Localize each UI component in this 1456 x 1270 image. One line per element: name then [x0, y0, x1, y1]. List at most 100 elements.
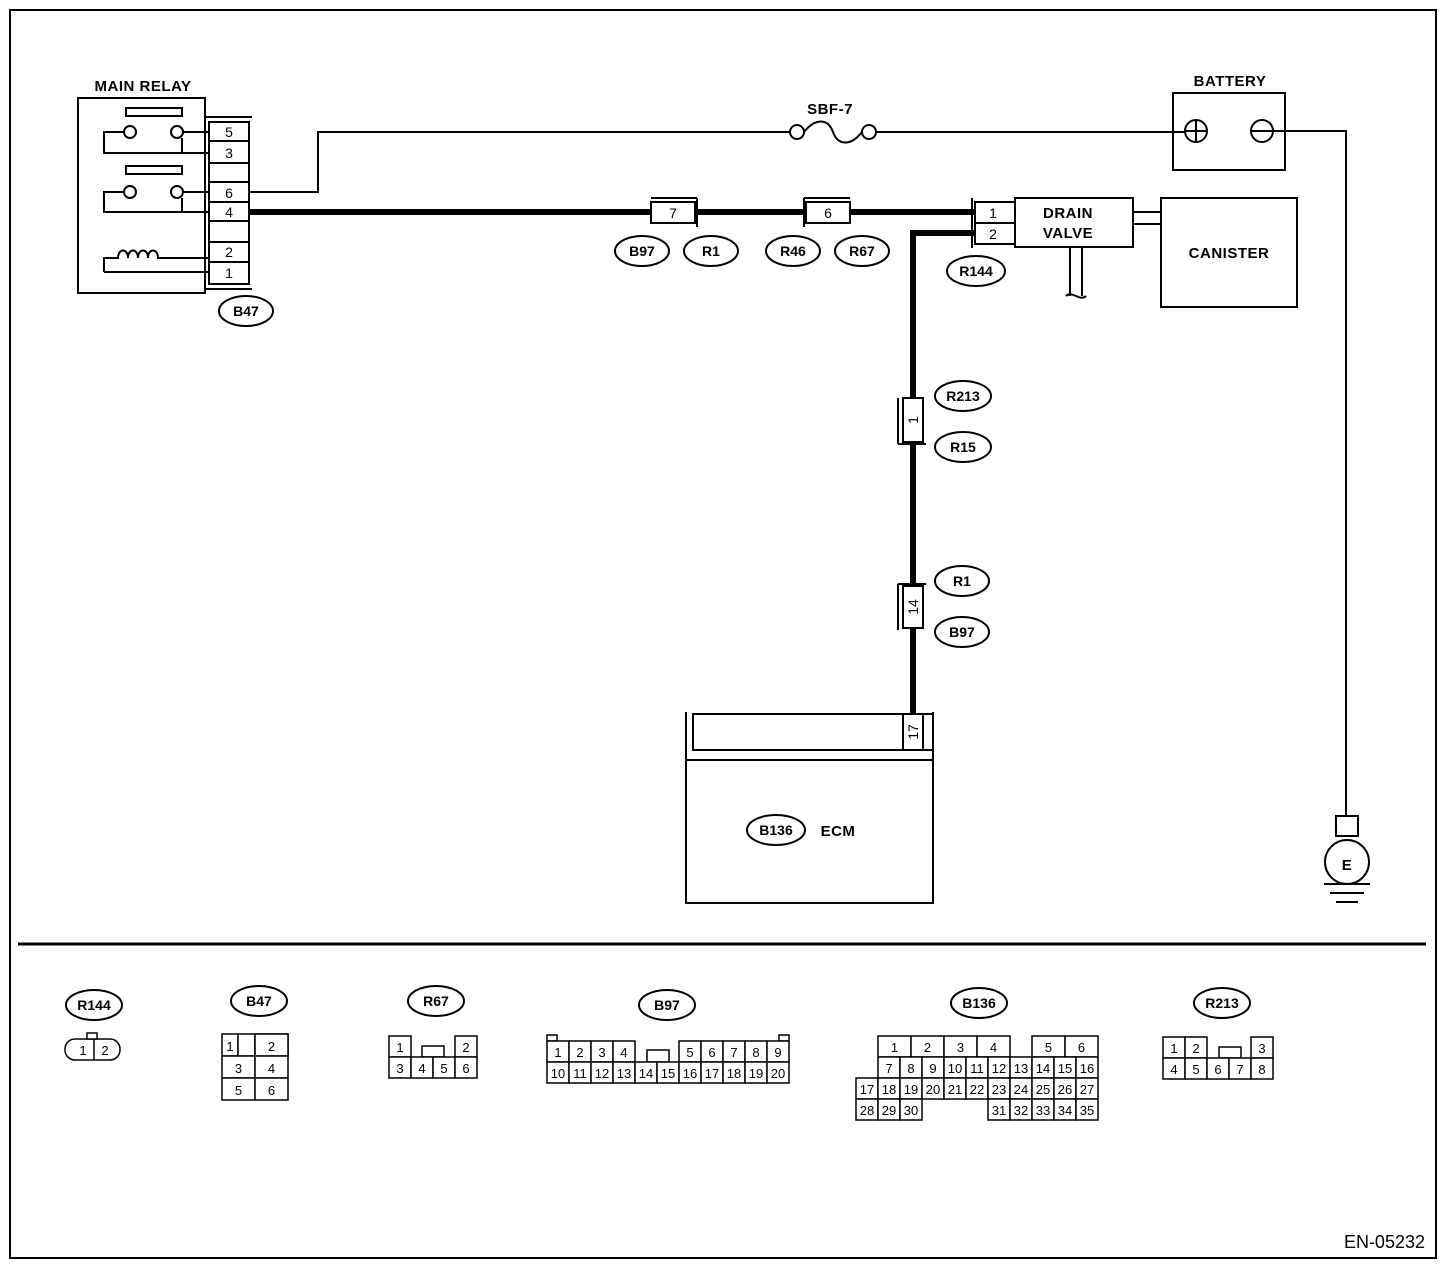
legend-pin: 15 [1053, 1056, 1077, 1079]
svg-text:4: 4 [418, 1061, 425, 1076]
svg-text:15: 15 [1058, 1061, 1072, 1076]
svg-text:R67: R67 [423, 993, 449, 1009]
legend-pin: 35 [1075, 1098, 1099, 1121]
relay-pin-2: 2 [225, 244, 233, 260]
legend-pin: 1 [221, 1033, 239, 1057]
main-relay: MAIN RELAY [77, 78, 209, 294]
legend-pin: 1 [79, 1043, 86, 1058]
svg-text:18: 18 [727, 1066, 741, 1081]
svg-text:12: 12 [992, 1061, 1006, 1076]
legend-pin: 11 [568, 1061, 592, 1084]
svg-text:1: 1 [891, 1040, 898, 1055]
svg-text:11: 11 [970, 1061, 984, 1076]
legend-pin: 5 [678, 1040, 702, 1063]
svg-text:21: 21 [948, 1082, 962, 1097]
relay-pin-1: 1 [225, 265, 233, 281]
svg-text:R144: R144 [959, 263, 993, 279]
svg-text:22: 22 [970, 1082, 984, 1097]
svg-text:5: 5 [1045, 1040, 1052, 1055]
relay-connector: 5 3 6 4 2 1 [206, 116, 252, 290]
svg-text:16: 16 [683, 1066, 697, 1081]
svg-text:1: 1 [905, 416, 921, 424]
drain-valve-pin-1: 1 [989, 205, 997, 221]
tag-b97-mid: B97 [934, 616, 990, 648]
svg-text:18: 18 [882, 1082, 896, 1097]
svg-text:30: 30 [904, 1103, 918, 1118]
relay-pin-3: 3 [225, 145, 233, 161]
legend-pin: 4 [410, 1056, 434, 1079]
tag-r213-mid: R213 [934, 380, 992, 412]
svg-text:4: 4 [268, 1061, 275, 1076]
svg-text:15: 15 [661, 1066, 675, 1081]
tag-r1-top: R1 [683, 235, 739, 267]
legend-pin: 19 [899, 1077, 923, 1100]
legend-pin: 13 [612, 1061, 636, 1084]
svg-text:11: 11 [573, 1066, 587, 1081]
svg-text:26: 26 [1058, 1082, 1072, 1097]
svg-text:6: 6 [268, 1083, 275, 1098]
legend-pin: 6 [1064, 1035, 1099, 1058]
svg-text:1: 1 [554, 1045, 561, 1060]
svg-text:8: 8 [1258, 1062, 1265, 1077]
svg-text:5: 5 [235, 1083, 242, 1098]
inline-connector-r213-r15: 1 [897, 397, 926, 445]
svg-text:14: 14 [639, 1066, 653, 1081]
svg-text:19: 19 [904, 1082, 918, 1097]
document-id: EN-05232 [1344, 1232, 1425, 1252]
legend-pin: 1 [388, 1035, 412, 1058]
svg-text:R1: R1 [953, 573, 971, 589]
svg-text:25: 25 [1036, 1082, 1050, 1097]
svg-text:B97: B97 [654, 997, 680, 1013]
svg-text:13: 13 [1014, 1061, 1028, 1076]
tag-r15: R15 [934, 431, 992, 463]
legend-pin: 29 [877, 1098, 901, 1121]
tag-b47: B47 [218, 295, 274, 327]
svg-text:2: 2 [576, 1045, 583, 1060]
fuse-sbf7: SBF-7 [789, 101, 877, 144]
legend-pin: 11 [965, 1056, 989, 1079]
svg-text:17: 17 [860, 1082, 874, 1097]
svg-text:20: 20 [771, 1066, 785, 1081]
legend-pin: 20 [766, 1061, 790, 1084]
svg-text:16: 16 [1080, 1061, 1094, 1076]
svg-text:DRAIN: DRAIN [1043, 205, 1093, 222]
legend-pin: 8 [899, 1056, 923, 1079]
svg-text:35: 35 [1080, 1103, 1094, 1118]
inline-connector-b97-r1: 7 [650, 197, 698, 227]
legend-pin: 8 [1250, 1057, 1274, 1080]
svg-text:4: 4 [1170, 1062, 1177, 1077]
svg-text:12: 12 [595, 1066, 609, 1081]
svg-text:B47: B47 [233, 303, 259, 319]
main-relay-label: MAIN RELAY [95, 78, 192, 95]
svg-text:R67: R67 [849, 243, 875, 259]
svg-text:5: 5 [440, 1061, 447, 1076]
legend-pin: 31 [987, 1098, 1011, 1121]
svg-text:13: 13 [617, 1066, 631, 1081]
drain-valve: 1 2 DRAIN VALVE [971, 197, 1161, 299]
legend-pin: 3 [943, 1035, 978, 1058]
legend-pin: 32 [1009, 1098, 1033, 1121]
svg-text:2: 2 [462, 1040, 469, 1055]
legend-tag-r144: R144 [65, 989, 123, 1021]
legend-pin: 20 [921, 1077, 945, 1100]
legend-pin: 15 [656, 1061, 680, 1084]
tag-r67-top: R67 [834, 235, 890, 267]
svg-text:6: 6 [708, 1045, 715, 1060]
svg-text:7: 7 [669, 205, 677, 221]
legend-pin: 5 [432, 1056, 456, 1079]
svg-text:8: 8 [752, 1045, 759, 1060]
legend-pin: 10 [546, 1061, 570, 1084]
tag-b97-top: B97 [614, 235, 670, 267]
svg-text:2: 2 [1192, 1041, 1199, 1056]
legend-pin: 14 [634, 1061, 658, 1084]
legend-pin: 18 [877, 1077, 901, 1100]
svg-text:3: 3 [396, 1061, 403, 1076]
legend-pin: 34 [1053, 1098, 1077, 1121]
legend-pin: 2 [910, 1035, 945, 1058]
svg-text:19: 19 [749, 1066, 763, 1081]
legend-pin: 30 [899, 1098, 923, 1121]
svg-text:1: 1 [226, 1039, 233, 1054]
legend-pin: 10 [943, 1056, 967, 1079]
